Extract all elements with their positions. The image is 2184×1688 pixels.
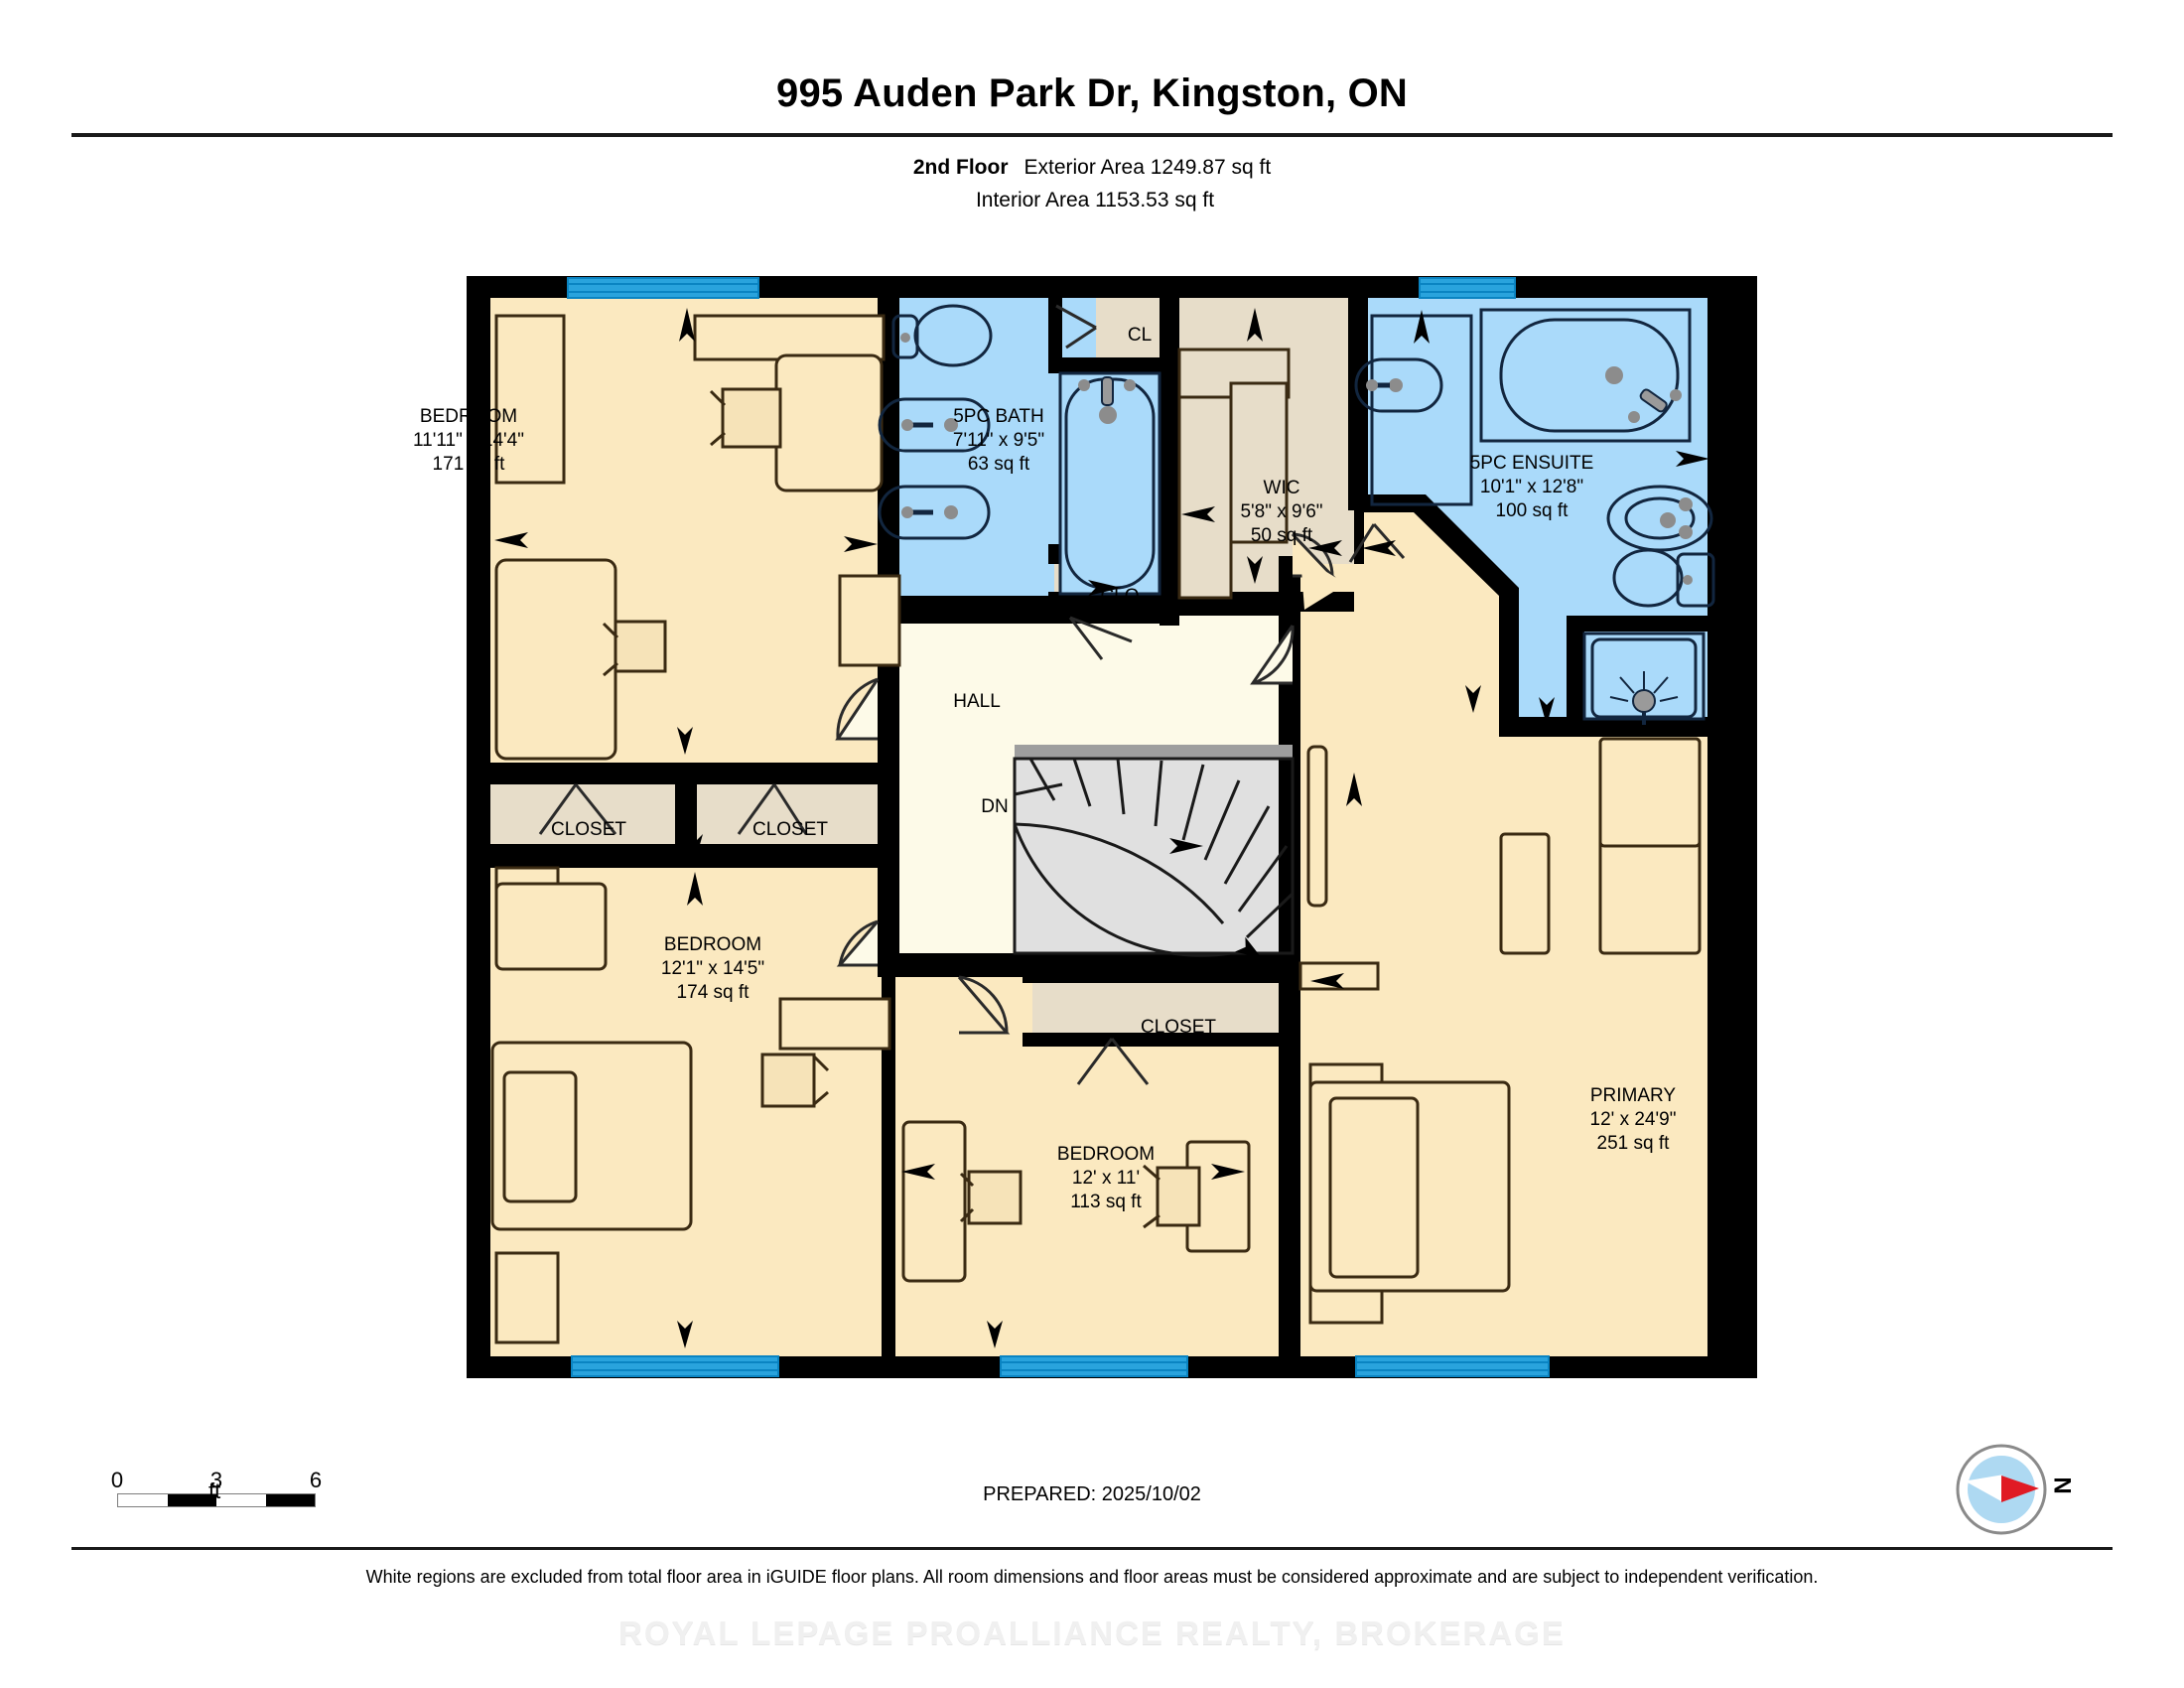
scale-segment	[216, 1494, 266, 1506]
page-title: 995 Auden Park Dr, Kingston, ON	[776, 71, 1408, 115]
compass-icon	[1956, 1444, 2047, 1535]
footer-divider	[71, 1547, 2113, 1550]
disclaimer-text: White regions are excluded from total fl…	[365, 1567, 1819, 1587]
scale-unit-label: ft	[208, 1478, 221, 1503]
compass-north-label: N	[2048, 1477, 2076, 1494]
scale-tick-3: 3	[209, 1468, 223, 1492]
scale-tick-6: 6	[309, 1468, 323, 1492]
scale-segment	[265, 1494, 315, 1506]
floor-name: 2nd Floor	[912, 156, 1009, 179]
scale-tick-0: 0	[110, 1468, 124, 1492]
floor-summary: 2nd Floor Exterior Area 1249.87 sq ft Int…	[0, 151, 2184, 216]
floor-exterior-row: 2nd Floor Exterior Area 1249.87 sq ft	[0, 151, 2184, 184]
exterior-area: Exterior Area 1249.87 sq ft	[1024, 156, 1272, 179]
floor-interior-row: Interior Area 1153.53 sq ft	[0, 184, 2184, 216]
scale-segment	[118, 1494, 168, 1506]
scale-bar-segments	[117, 1493, 316, 1507]
prepared-date: PREPARED: 2025/10/02	[983, 1483, 1201, 1505]
scale-segment	[167, 1494, 216, 1506]
scale-bar: 0 3 6	[111, 1468, 322, 1507]
header-divider	[71, 133, 2113, 137]
interior-area: Interior Area 1153.53 sq ft	[975, 189, 1215, 211]
scale-tick-labels: 0 3 6	[111, 1468, 322, 1493]
brokerage-watermark: ROYAL LEPAGE PROALLIANCE REALTY, BROKERA…	[618, 1615, 1566, 1651]
